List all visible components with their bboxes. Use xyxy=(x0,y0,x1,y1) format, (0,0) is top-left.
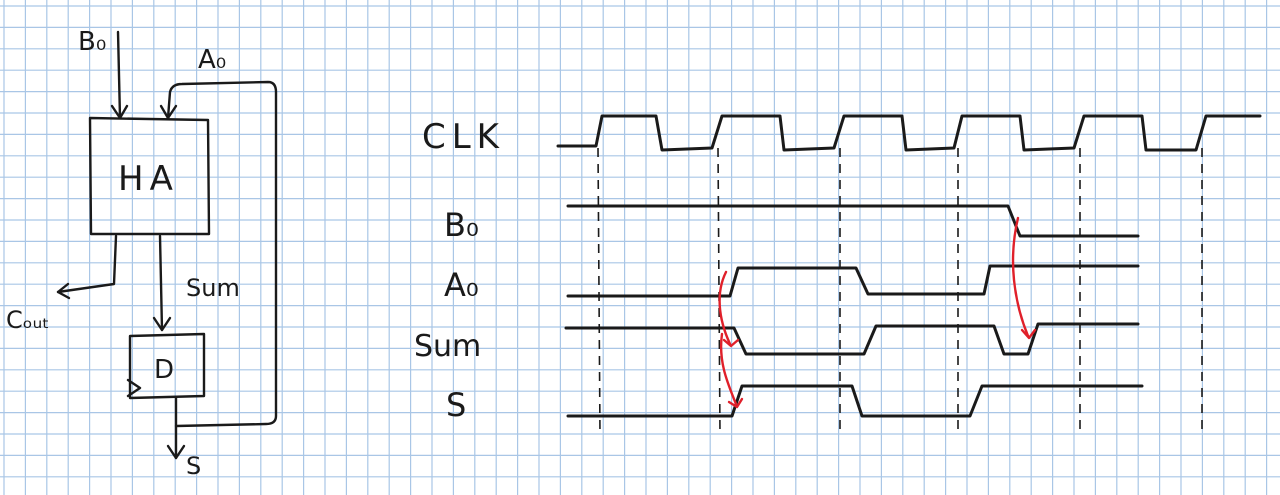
carry-out-arrowhead xyxy=(56,282,71,300)
waveform-b0 xyxy=(566,204,1140,238)
sum-label: Sum xyxy=(186,274,240,302)
clock-input-triangle xyxy=(126,378,142,398)
carry-out-wire xyxy=(56,234,118,294)
flipflop-label: D xyxy=(154,355,174,385)
input-a-arrowhead xyxy=(159,104,178,120)
causality-arrow-a0-to-sum xyxy=(718,270,732,346)
half-adder-label: HA xyxy=(118,159,179,199)
waveform-a0 xyxy=(566,264,1140,298)
causality-arrow-sum-to-s xyxy=(719,332,738,406)
timing-diagram: CLK B₀ A₀ Sum S xyxy=(414,114,1262,437)
signal-label-clk: CLK xyxy=(422,117,505,157)
input-a-label: A₀ xyxy=(198,45,226,75)
clock-edge-guide-1 xyxy=(597,147,601,437)
signal-label-sum: Sum xyxy=(414,329,481,364)
causality-arrow-sum-to-s-head xyxy=(727,397,744,409)
d-flipflop-block xyxy=(128,332,206,400)
signal-label-s: S xyxy=(446,386,466,424)
waveform-sum xyxy=(564,322,1140,356)
sum-wire xyxy=(158,234,164,332)
output-arrowhead xyxy=(166,444,186,460)
half-adder-block xyxy=(88,116,211,236)
input-b-wire xyxy=(116,30,122,120)
signal-label-a0: A₀ xyxy=(444,266,479,304)
feedback-wire xyxy=(166,80,278,428)
signal-label-b0: B₀ xyxy=(444,206,479,244)
carry-out-label: Cₒᵤₜ xyxy=(6,306,49,334)
causality-arrow-b0-to-sum xyxy=(1011,216,1030,338)
circuit-schematic: B₀ A₀ HA Cₒᵤₜ Sum D S xyxy=(6,27,278,480)
input-b-label: B₀ xyxy=(78,27,106,57)
causality-arrow-b0-to-sum-head xyxy=(1020,328,1037,340)
waveform-clk xyxy=(556,114,1262,152)
output-label: S xyxy=(186,452,201,480)
causality-arrow-a0-to-sum-head xyxy=(722,338,740,348)
waveform-s xyxy=(566,384,1144,418)
sum-arrowhead xyxy=(152,316,172,332)
